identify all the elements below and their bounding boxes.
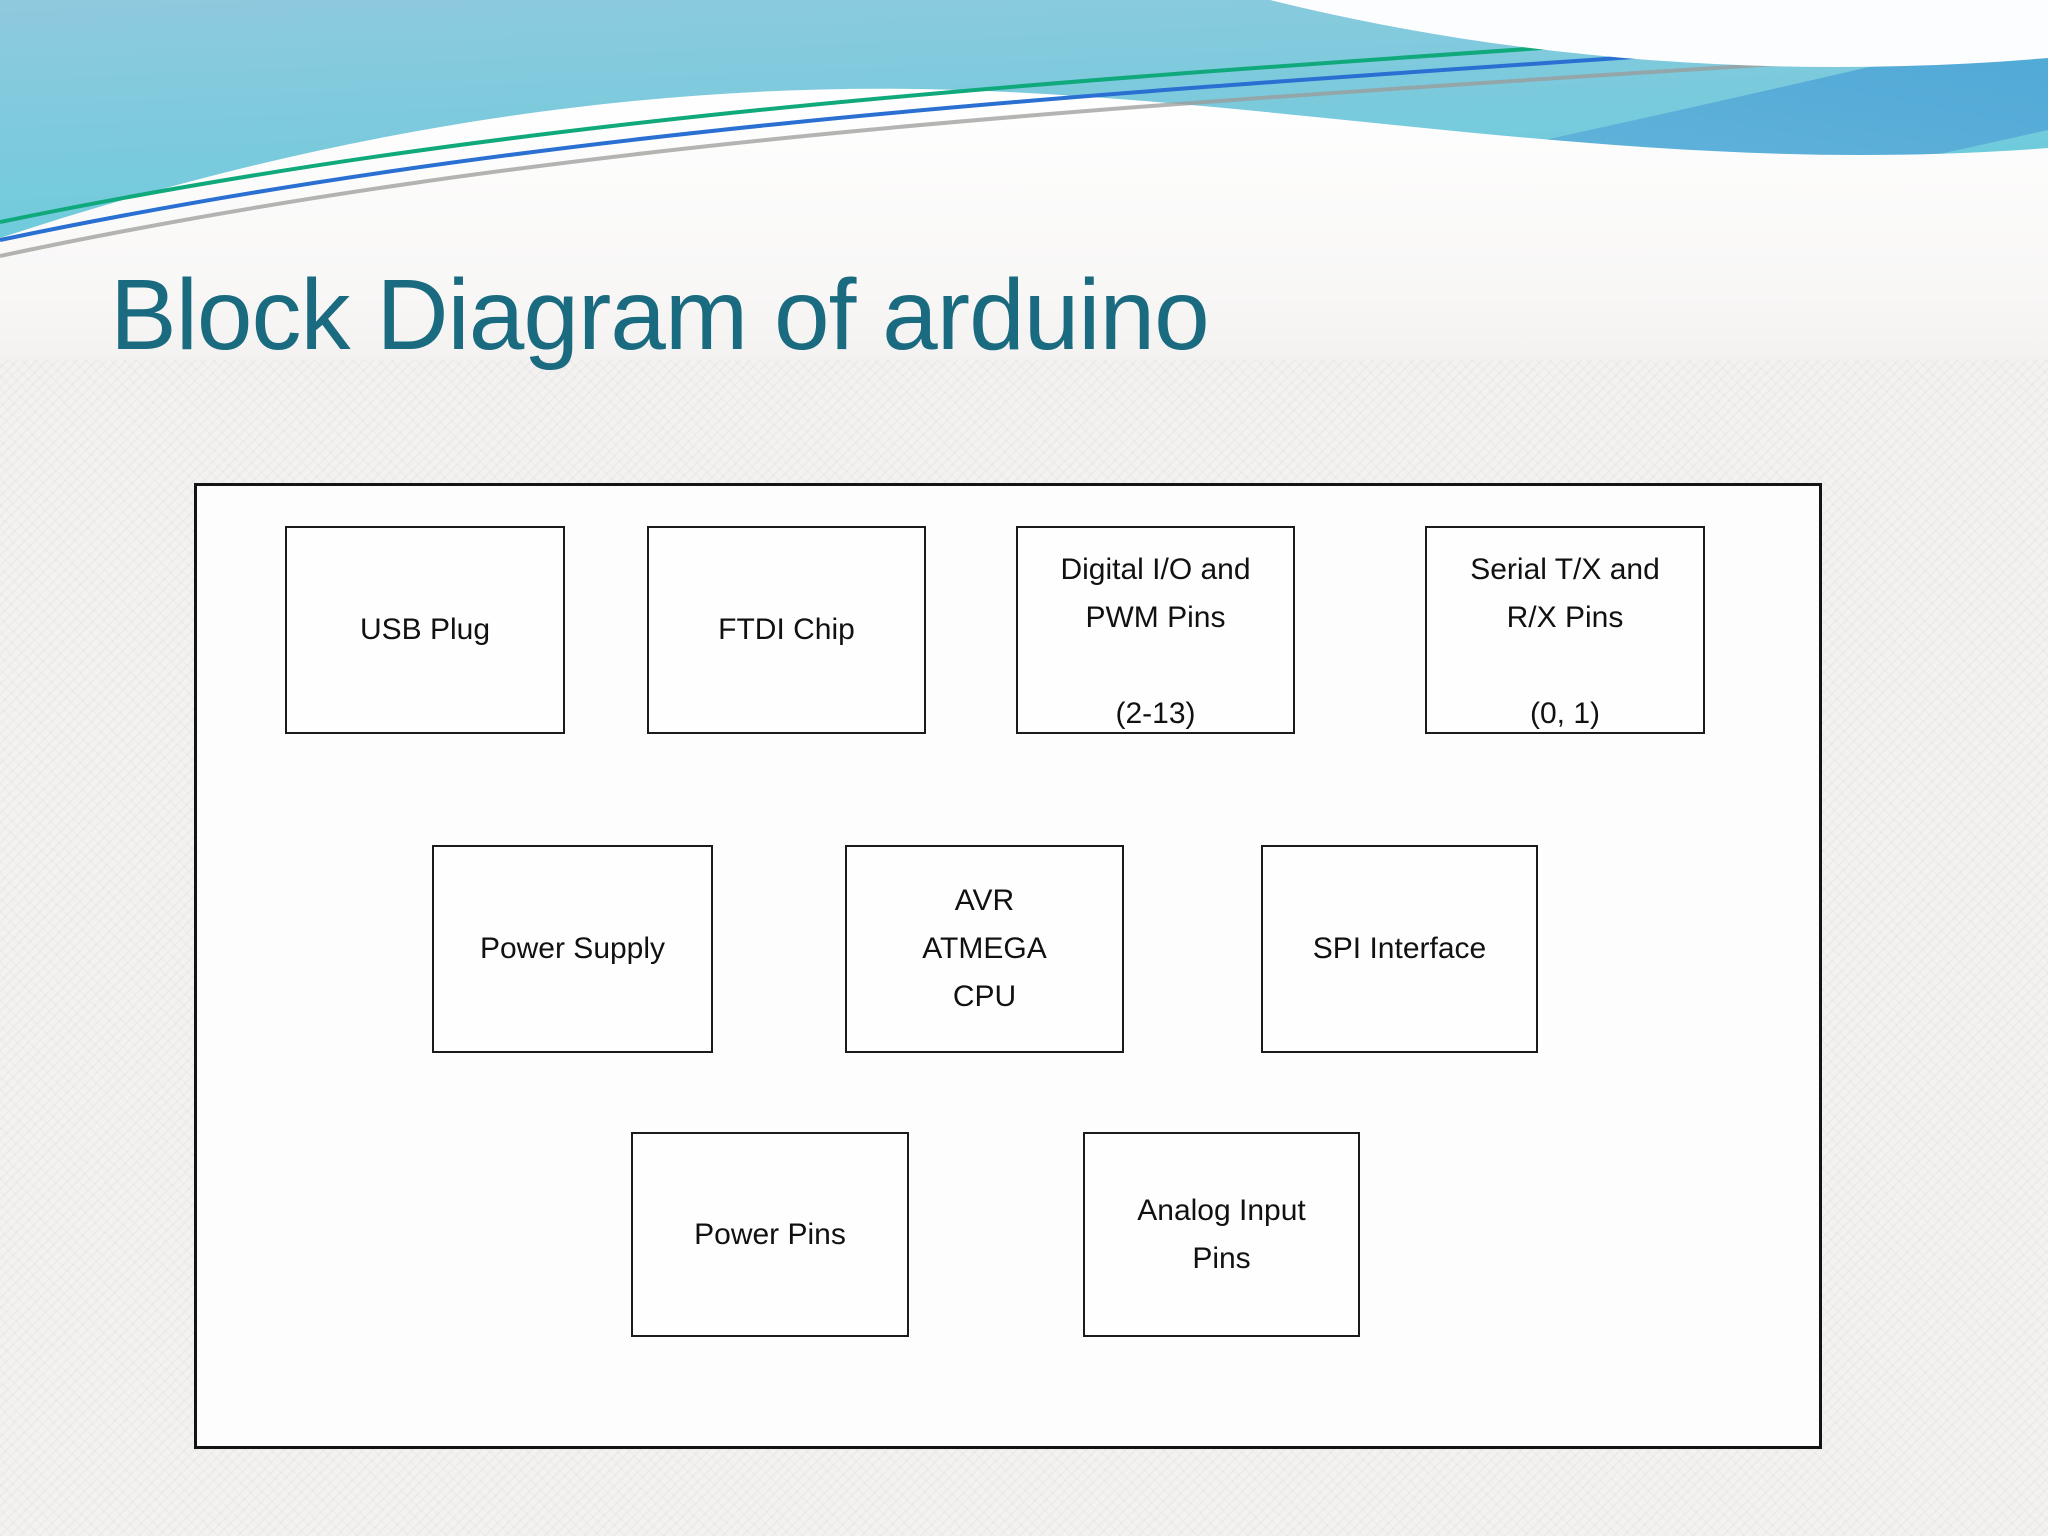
block-label-line: ATMEGA [922,932,1047,965]
block-spi-interface: SPI Interface [1261,845,1538,1053]
block-label-line: R/X Pins [1506,601,1624,634]
wave-header-graphic [0,0,2048,360]
block-usb-plug: USB Plug [285,526,565,734]
accent-line-gray [0,44,2048,258]
block-serial-tx-rx-pins: Serial T/X and R/X Pins (0, 1) [1425,526,1705,734]
block-label-line: Pins [1192,1241,1251,1275]
block-label: SPI Interface [1312,932,1487,965]
block-power-supply: Power Supply [432,845,713,1053]
block-label-line [1427,642,1703,690]
block-label: Power Pins [694,1217,846,1251]
block-label-line [1018,642,1293,690]
block-label: Power Supply [479,932,666,965]
block-label-line: (0, 1) [1529,697,1601,730]
block-analog-input-pins: Analog Input Pins [1083,1132,1360,1337]
block-label-line: CPU [952,980,1017,1013]
diagram-container: USB Plug FTDI Chip Digital I/O and PWM P… [194,483,1822,1449]
page-title: Block Diagram of arduino [110,259,1210,371]
block-label: USB Plug [359,613,491,646]
block-label-line: PWM Pins [1085,601,1226,634]
block-label-line: Digital I/O and [1060,553,1251,586]
block-label-line: (2-13) [1115,697,1196,730]
block-avr-atmega-cpu: AVR ATMEGA CPU [845,845,1124,1053]
block-label: FTDI Chip [718,613,855,646]
block-ftdi-chip: FTDI Chip [647,526,926,734]
block-power-pins: Power Pins [631,1132,909,1337]
wave-corner-band [1270,0,2048,67]
block-label-line: Analog Input [1137,1193,1306,1227]
block-digital-io-pwm-pins: Digital I/O and PWM Pins (2-13) [1016,526,1295,734]
block-label-line: AVR [954,884,1015,917]
block-label-line: Serial T/X and [1470,553,1660,586]
